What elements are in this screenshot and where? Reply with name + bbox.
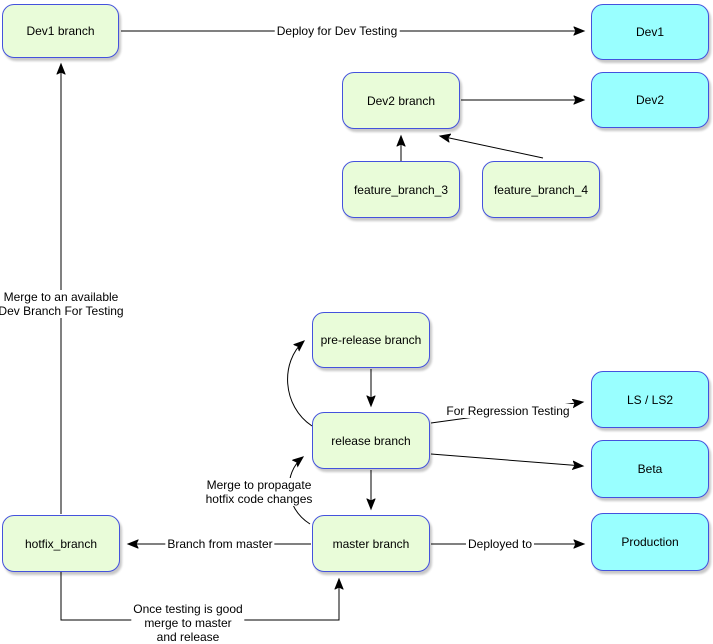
node-label: Dev1 branch — [26, 24, 95, 38]
node-label: Beta — [637, 462, 663, 476]
edge-label-line: merge to master — [144, 616, 232, 630]
node-hotfix-branch: hotfix_branch — [2, 515, 120, 572]
node-label: LS / LS2 — [626, 392, 674, 407]
node-release-branch: release branch — [312, 412, 430, 469]
node-label: master branch — [332, 536, 410, 551]
edge-label-deployed-to: Deployed to — [465, 537, 535, 551]
node-dev1-branch: Dev1 branch — [2, 4, 119, 58]
node-label: feature_branch_4 — [493, 182, 589, 197]
node-production: Production — [591, 513, 709, 571]
edge-label-line: Merge to an available — [3, 290, 119, 304]
node-label: Production — [621, 535, 679, 549]
node-master-branch: master branch — [312, 515, 430, 572]
edge-label-line: Dev Branch For Testing — [0, 304, 124, 318]
edge-label-line: and release — [156, 630, 220, 644]
node-label: hotfix_branch — [24, 536, 98, 551]
edge-label-line: hotfix code changes — [205, 492, 313, 506]
node-label: Dev1 — [635, 25, 664, 39]
edge-label-once-testing-good: Once testing is good merge to master and… — [131, 602, 245, 644]
node-label: Dev2 — [635, 93, 664, 107]
node-beta: Beta — [591, 440, 709, 498]
node-label: release branch — [331, 433, 411, 448]
node-pre-release-branch: pre-release branch — [312, 312, 430, 368]
node-dev1: Dev1 — [591, 4, 709, 60]
node-label: feature_branch_3 — [353, 182, 449, 197]
node-dev2-branch: Dev2 branch — [342, 72, 460, 129]
node-label: pre-release branch — [320, 333, 422, 347]
edge-label-line: Once testing is good — [133, 602, 243, 616]
edge-label-deploy-for-dev-testing: Deploy for Dev Testing — [274, 24, 400, 38]
edge-release-to-beta — [430, 453, 583, 466]
node-dev2: Dev2 — [591, 72, 709, 128]
node-feature-branch-3: feature_branch_3 — [342, 161, 460, 218]
edge-label-for-regression-testing: For Regression Testing — [444, 404, 572, 418]
edge-label-line: Merge to propagate — [206, 478, 312, 492]
edge-label-merge-to-propagate: Merge to propagate hotfix code changes — [203, 478, 315, 506]
edge-label-merge-to-available: Merge to an available Dev Branch For Tes… — [0, 290, 126, 318]
edge-fb4-to-dev2branch — [440, 136, 544, 159]
node-label: Dev2 branch — [366, 93, 436, 108]
node-ls-ls2: LS / LS2 — [591, 371, 709, 428]
edge-release-to-prerelease-curve — [287, 341, 313, 427]
node-feature-branch-4: feature_branch_4 — [482, 161, 600, 218]
edge-label-branch-from-master: Branch from master — [165, 537, 275, 551]
